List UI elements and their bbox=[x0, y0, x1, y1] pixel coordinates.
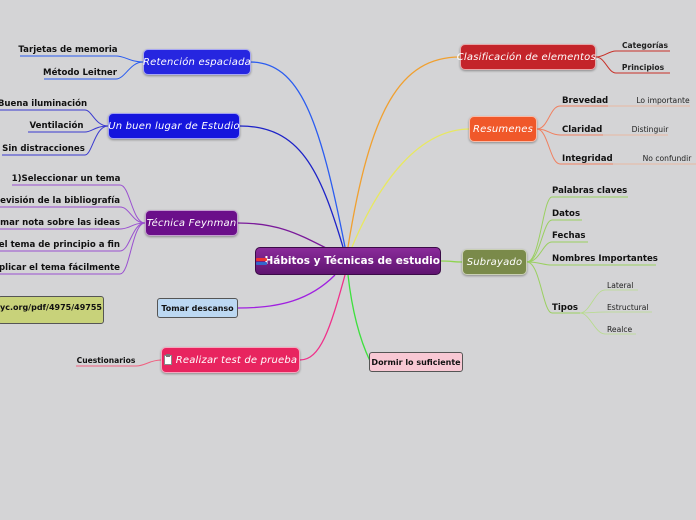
tipo-realce[interactable]: Realce bbox=[607, 324, 637, 335]
detail-lo-importante[interactable]: Lo importante bbox=[636, 95, 690, 106]
subtopic-cuestionarios[interactable]: Cuestionarios bbox=[76, 354, 136, 366]
subtopic-principios-label: Principios bbox=[621, 63, 665, 72]
topic-clasificacion-label: Clasificación de elementos. bbox=[456, 51, 600, 63]
link-resumenes bbox=[351, 128, 471, 248]
detail-no-confundir-label: No confundir bbox=[642, 154, 692, 163]
subtopic-tomar-nota-label: Tomar nota sobre las ideas bbox=[0, 218, 120, 228]
subtopic-principios[interactable]: Principios bbox=[620, 62, 666, 73]
subtopic-revision-label: Revisión de la bibliografía bbox=[0, 196, 120, 206]
topic-retencion-label: Retención espaciada bbox=[143, 56, 251, 68]
link-descanso bbox=[237, 274, 336, 309]
topic-dormir[interactable]: Dormir lo suficiente bbox=[369, 352, 463, 372]
subtopic-datos-label: Datos bbox=[552, 209, 581, 219]
detail-distinguir[interactable]: Distinguir bbox=[630, 124, 670, 135]
subtopic-tarjetas[interactable]: Tarjetas de memoria bbox=[18, 44, 118, 56]
subtopic-distracciones[interactable]: Sin distracciones bbox=[2, 143, 85, 155]
subtopic-nombres[interactable]: Nombres Importantes bbox=[552, 253, 658, 265]
subtopic-claridad[interactable]: Claridad bbox=[562, 124, 606, 136]
subtopic-palabras-claves-label: Palabras claves bbox=[552, 186, 628, 196]
topic-descanso[interactable]: Tomar descanso bbox=[157, 298, 238, 318]
link-feynman bbox=[237, 222, 331, 251]
detail-no-confundir[interactable]: No confundir bbox=[642, 153, 692, 164]
subtopic-tipos-label: Tipos bbox=[552, 303, 578, 313]
topic-subrayado[interactable]: Subrayado bbox=[462, 249, 527, 275]
link-dormir bbox=[347, 274, 371, 362]
topic-subrayado-label: Subrayado bbox=[466, 256, 523, 268]
tipo-lateral[interactable]: Lateral bbox=[607, 280, 637, 291]
subtopic-leitner[interactable]: Método Leitner bbox=[43, 67, 117, 79]
subtopic-leitner-label: Método Leitner bbox=[43, 68, 117, 78]
subtopic-integridad-label: Integridad bbox=[562, 154, 613, 164]
subtopic-explicar[interactable]: xplicar el tema fácilmente bbox=[0, 262, 120, 274]
subtopic-distracciones-label: Sin distracciones bbox=[2, 144, 85, 154]
clipboard-icon bbox=[163, 354, 172, 365]
subtopic-seleccionar[interactable]: 1)Seleccionar un tema bbox=[11, 173, 121, 185]
topic-lugar[interactable]: Un buen lugar de Estudio bbox=[108, 113, 240, 139]
topic-retencion[interactable]: Retención espaciada bbox=[143, 49, 251, 75]
link-clasificacion bbox=[347, 56, 461, 248]
detail-lo-importante-label: Lo importante bbox=[636, 96, 690, 105]
subtopic-palabras-claves[interactable]: Palabras claves bbox=[552, 185, 628, 197]
tipo-estructural-label: Estructural bbox=[607, 303, 649, 312]
link-node[interactable]: yc.org/pdf/4975/49755 bbox=[0, 296, 104, 324]
topic-clasificacion[interactable]: Clasificación de elementos. bbox=[457, 44, 599, 70]
subtopic-fechas[interactable]: Fechas bbox=[552, 230, 588, 242]
subtopic-seleccionar-label: 1)Seleccionar un tema bbox=[11, 174, 121, 184]
subtopic-brevedad-label: Brevedad bbox=[562, 96, 609, 106]
link-test bbox=[299, 274, 346, 361]
topic-dormir-label: Dormir lo suficiente bbox=[371, 357, 461, 367]
subtopic-ventilacion-label: Ventilación bbox=[29, 121, 84, 131]
subtopic-datos[interactable]: Datos bbox=[552, 208, 582, 220]
subtopic-principio-fin-label: r el tema de principio a fin bbox=[0, 240, 120, 250]
subtopic-tipos[interactable]: Tipos bbox=[552, 302, 580, 314]
link-subrayado bbox=[440, 260, 463, 263]
topic-feynman-label: Técnica Feynman bbox=[146, 217, 237, 229]
detail-distinguir-label: Distinguir bbox=[631, 125, 669, 134]
topic-test-label: Realizar test de prueba bbox=[175, 354, 298, 366]
topic-resumenes-label: Resumenes bbox=[472, 123, 534, 135]
subtopic-principio-fin[interactable]: r el tema de principio a fin bbox=[0, 239, 120, 251]
central-topic[interactable]: Hábitos y Técnicas de estudio bbox=[255, 247, 441, 275]
topic-feynman[interactable]: Técnica Feynman bbox=[145, 210, 238, 236]
subtopic-cuestionarios-label: Cuestionarios bbox=[76, 355, 136, 365]
tipo-realce-label: Realce bbox=[607, 325, 633, 334]
topic-resumenes[interactable]: Resumenes bbox=[469, 116, 537, 142]
subtopic-revision[interactable]: Revisión de la bibliografía bbox=[0, 195, 120, 207]
subtopic-tomar-nota[interactable]: Tomar nota sobre las ideas bbox=[0, 217, 120, 229]
subtopic-tarjetas-label: Tarjetas de memoria bbox=[18, 45, 118, 55]
central-topic-label: Hábitos y Técnicas de estudio bbox=[264, 255, 440, 267]
subtopic-integridad[interactable]: Integridad bbox=[562, 153, 614, 165]
link-retencion bbox=[249, 61, 346, 248]
subtopic-fechas-label: Fechas bbox=[552, 231, 586, 241]
subtopic-ventilacion[interactable]: Ventilación bbox=[28, 120, 85, 132]
subtopic-claridad-label: Claridad bbox=[562, 125, 603, 135]
link-lugar bbox=[239, 125, 344, 248]
subtopic-explicar-label: xplicar el tema fácilmente bbox=[0, 263, 120, 273]
subtopic-categorias-label: Categorías bbox=[621, 41, 669, 50]
topic-lugar-label: Un buen lugar de Estudio bbox=[108, 120, 240, 132]
tipo-lateral-label: Lateral bbox=[607, 281, 634, 290]
subtopic-brevedad[interactable]: Brevedad bbox=[562, 95, 610, 107]
tipo-estructural[interactable]: Estructural bbox=[607, 302, 652, 313]
subtopic-iluminacion-label: Buena iluminación bbox=[0, 99, 88, 109]
topic-descanso-label: Tomar descanso bbox=[161, 303, 234, 313]
link-node-label: yc.org/pdf/4975/49755 bbox=[0, 303, 102, 312]
subtopic-categorias[interactable]: Categorías bbox=[620, 40, 670, 51]
subtopic-nombres-label: Nombres Importantes bbox=[552, 254, 658, 264]
subtopic-iluminacion[interactable]: Buena iluminación bbox=[0, 98, 88, 110]
topic-test[interactable]: Realizar test de prueba bbox=[161, 347, 300, 373]
book-icon bbox=[256, 257, 269, 266]
